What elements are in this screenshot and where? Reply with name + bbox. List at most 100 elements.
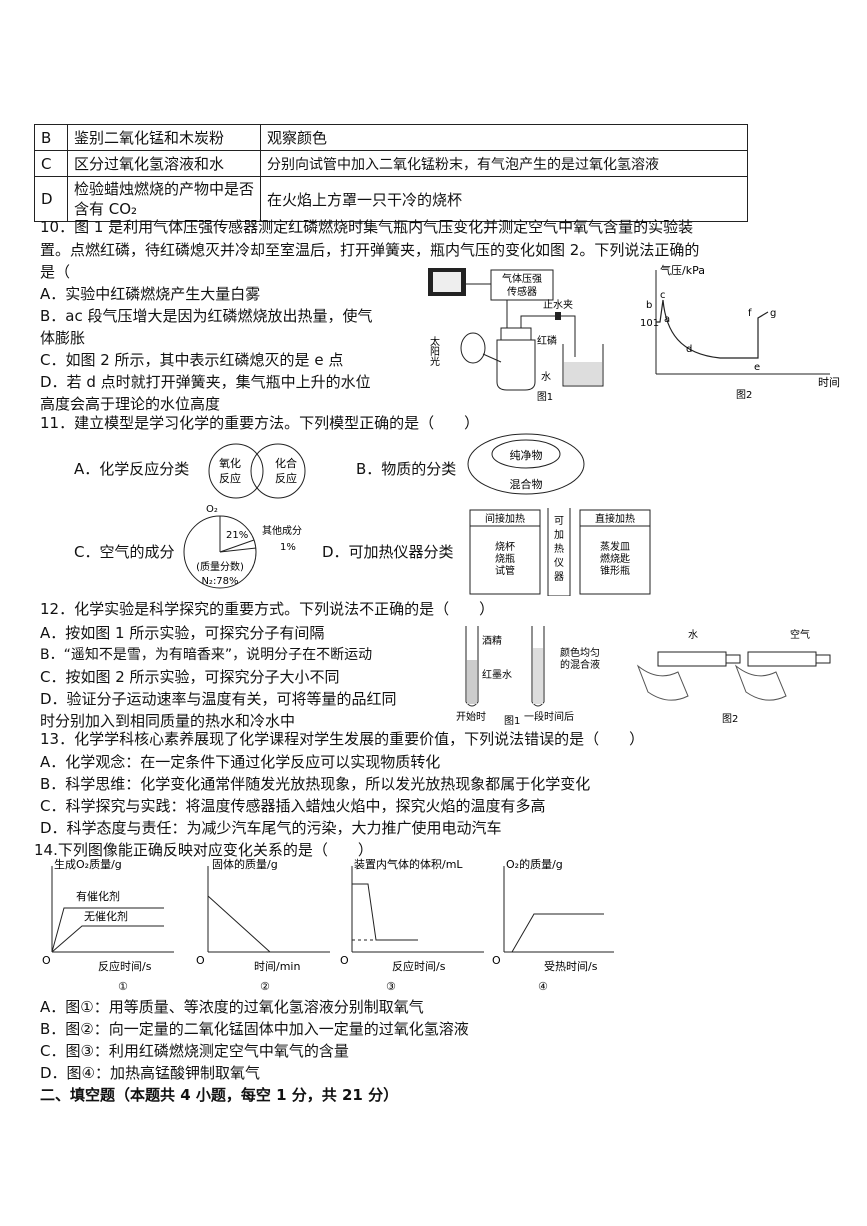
q11-option-a: A．化学反应分类	[74, 460, 190, 478]
g2-curve	[207, 895, 271, 953]
mid-char: 加	[554, 529, 564, 541]
q12-figure2-syringes: 水 空气 图2	[636, 628, 831, 725]
q13-stem: 13．化学学科核心素养展现了化学课程对学生发展的重要价值，下列说法错误的是（ ）	[40, 730, 645, 748]
q10-option-b-line1: B．ac 段气压增大是因为红磷燃烧放出热量，使气	[40, 307, 373, 325]
q11-option-d: D．可加热仪器分类	[322, 543, 454, 561]
g2-xlabel: 时间/min	[254, 960, 300, 973]
pressure-sensor-box	[490, 269, 554, 301]
pie-21-label: 21%	[226, 530, 248, 541]
q12-figure1-test-tubes: 酒精 红墨水 颜色均匀 的混合液 开始时 一段时间后 图1	[456, 626, 600, 727]
clamp-label: 止水夹	[543, 298, 573, 311]
q14-stem: 14.下列图像能正确反映对应变化关系的是（ ）	[34, 841, 373, 859]
q11-option-c: C．空气的成分	[74, 543, 175, 561]
fig1-caption: 图1	[537, 391, 553, 402]
q10-option-d-line1: D．若 d 点时就打开弹簧夹，集气瓶中上升的水位	[40, 373, 371, 391]
start-label: 开始时	[456, 710, 486, 723]
point-a: a	[664, 314, 670, 325]
indirect-item: 烧杯	[495, 540, 515, 553]
graph-1: 生成O₂质量/g 反应时间/s O 有催化剂 无催化剂 ①	[42, 857, 174, 992]
g2-number: ②	[260, 980, 270, 992]
q12-option-c: C．按如图 2 所示实验，可探究分子大小不同	[40, 668, 340, 686]
sensor-label: 气体压强	[502, 272, 542, 285]
g4-origin: O	[492, 954, 501, 967]
q12-option-b: B．“遥知不是雪，为有暗香来”，说明分子在不断运动	[40, 647, 373, 663]
q10-option-b-line2: 体膨胀	[40, 329, 86, 347]
g1-number: ①	[118, 980, 128, 992]
q14-option-c: C．图③：利用红磷燃烧测定空气中氧气的含量	[40, 1042, 349, 1060]
point-f: f	[748, 308, 752, 319]
q11-option-b: B．物质的分类	[356, 460, 457, 478]
row-method: 分别向试管中加入二氧化锰粉末，有气泡产生的是过氧化氢溶液	[260, 150, 748, 177]
q11-venn-diagram: 氧化 反应 化合 反应	[208, 443, 306, 499]
test-tube-start	[465, 626, 479, 707]
g4-curve	[504, 913, 604, 953]
fig2-caption: 图2	[736, 389, 752, 401]
direct-item: 燃烧匙	[600, 552, 630, 565]
mid-char: 仪	[554, 557, 564, 569]
q10-option-c: C．如图 2 所示，其中表示红磷熄灭的是 e 点	[40, 351, 344, 369]
test-tube-later	[531, 626, 545, 707]
hand-icon	[734, 664, 787, 701]
g2-ylabel: 固体的质量/g	[212, 857, 278, 871]
point-e: e	[754, 362, 760, 373]
beaker	[562, 344, 604, 387]
g1-nocatalyst-label: 无催化剂	[84, 909, 128, 923]
syringe-water-label: 水	[688, 629, 698, 641]
q10-figure2-pressure-graph: 气压/kPa 时间 101 a b c d e f g 图2	[640, 263, 840, 401]
syringe-air-label: 空气	[790, 628, 810, 641]
q11-nested-ellipses: 纯净物 混合物	[467, 433, 585, 495]
curve-without-catalyst	[51, 925, 164, 953]
q14-option-a: A．图①：用等质量、等浓度的过氧化氢溶液分别制取氧气	[40, 998, 424, 1016]
y-axis-label: 气压/kPa	[660, 263, 705, 277]
q10-option-a: A．实验中红磷燃烧产生大量白雾	[40, 285, 261, 303]
q10-figure1-apparatus: 气体压强 传感器 止水夹 太阳光 红磷 水 图1	[428, 268, 604, 402]
g3-xlabel: 反应时间/s	[392, 959, 446, 973]
q13-option-a: A．化学观念：在一定条件下通过化学反应可以实现物质转化	[40, 753, 441, 771]
g4-ylabel: O₂的质量/g	[506, 857, 563, 871]
mid-char: 可	[554, 516, 564, 527]
row-letter: C	[34, 150, 68, 177]
direct-item: 锥形瓶	[600, 564, 630, 577]
venn-left-line1: 氧化	[219, 456, 241, 470]
row-method: 在火焰上方罩一只干冷的烧杯	[260, 176, 748, 222]
g3-curve	[352, 883, 418, 941]
table-row: D 检验蜡烛燃烧的产物中是否含有 CO₂ 在火焰上方罩一只干冷的烧杯	[34, 176, 748, 222]
point-c: c	[660, 290, 666, 301]
q13-option-c: C．科学探究与实践：将温度传感器插入蜡烛火焰中，探究火焰的温度有多高	[40, 797, 546, 815]
mid-char: 器	[554, 571, 564, 583]
q12-fig2-caption: 图2	[722, 713, 738, 725]
g4-number: ④	[538, 980, 548, 992]
later-label: 一段时间后	[524, 710, 574, 723]
q12-option-a: A．按如图 1 所示实验，可探究分子有间隔	[40, 624, 325, 642]
g3-ylabel: 装置内气体的体积/mL	[354, 857, 463, 871]
inner-ellipse-label: 纯净物	[510, 448, 543, 462]
g3-number: ③	[386, 980, 396, 992]
y-101-label: 101	[640, 318, 659, 329]
q10-option-d-line2: 高度会高于理论的水位高度	[40, 395, 221, 413]
water-label: 水	[541, 371, 551, 383]
mixed-label-line1: 颜色均匀	[560, 646, 600, 659]
q12-stem: 12．化学实验是科学探究的重要方式。下列说法不正确的是（ ）	[40, 600, 495, 618]
direct-item: 蒸发皿	[600, 540, 630, 553]
point-b: b	[646, 300, 652, 311]
row-goal: 检验蜡烛燃烧的产物中是否含有 CO₂	[67, 176, 261, 222]
mixed-label-line2: 的混合液	[560, 658, 600, 671]
magnifier-lens-icon	[460, 332, 486, 364]
row-goal: 鉴别二氧化锰和木炭粉	[67, 124, 261, 151]
q11-pie-chart: O₂ 21% 其他成分 1% (质量分数) N₂:78%	[183, 504, 302, 589]
graph-4: O₂的质量/g 受热时间/s O ④	[492, 857, 614, 992]
beaker-water	[564, 362, 602, 385]
point-d: d	[686, 344, 692, 355]
row-letter: B	[34, 124, 68, 151]
pie-1-label: 1%	[280, 542, 296, 553]
row-goal: 区分过氧化氢溶液和水	[67, 150, 261, 177]
alcohol-label: 酒精	[482, 634, 502, 647]
q13-option-b: B．科学思维：化学变化通常伴随发光放热现象，所以发光放热现象都属于化学变化	[40, 775, 591, 793]
x-axis-label: 时间	[818, 376, 840, 389]
hand-icon	[636, 664, 689, 701]
q14-graphs: 生成O₂质量/g 反应时间/s O 有催化剂 无催化剂 ① 固体的质量/g 时间…	[42, 857, 614, 992]
q11-stem: 11．建立模型是学习化学的重要方法。下列模型正确的是（ ）	[40, 414, 480, 432]
red-water-label: 红墨水	[482, 668, 512, 681]
q12-fig1-caption: 图1	[504, 715, 520, 727]
g1-xlabel: 反应时间/s	[98, 959, 152, 973]
